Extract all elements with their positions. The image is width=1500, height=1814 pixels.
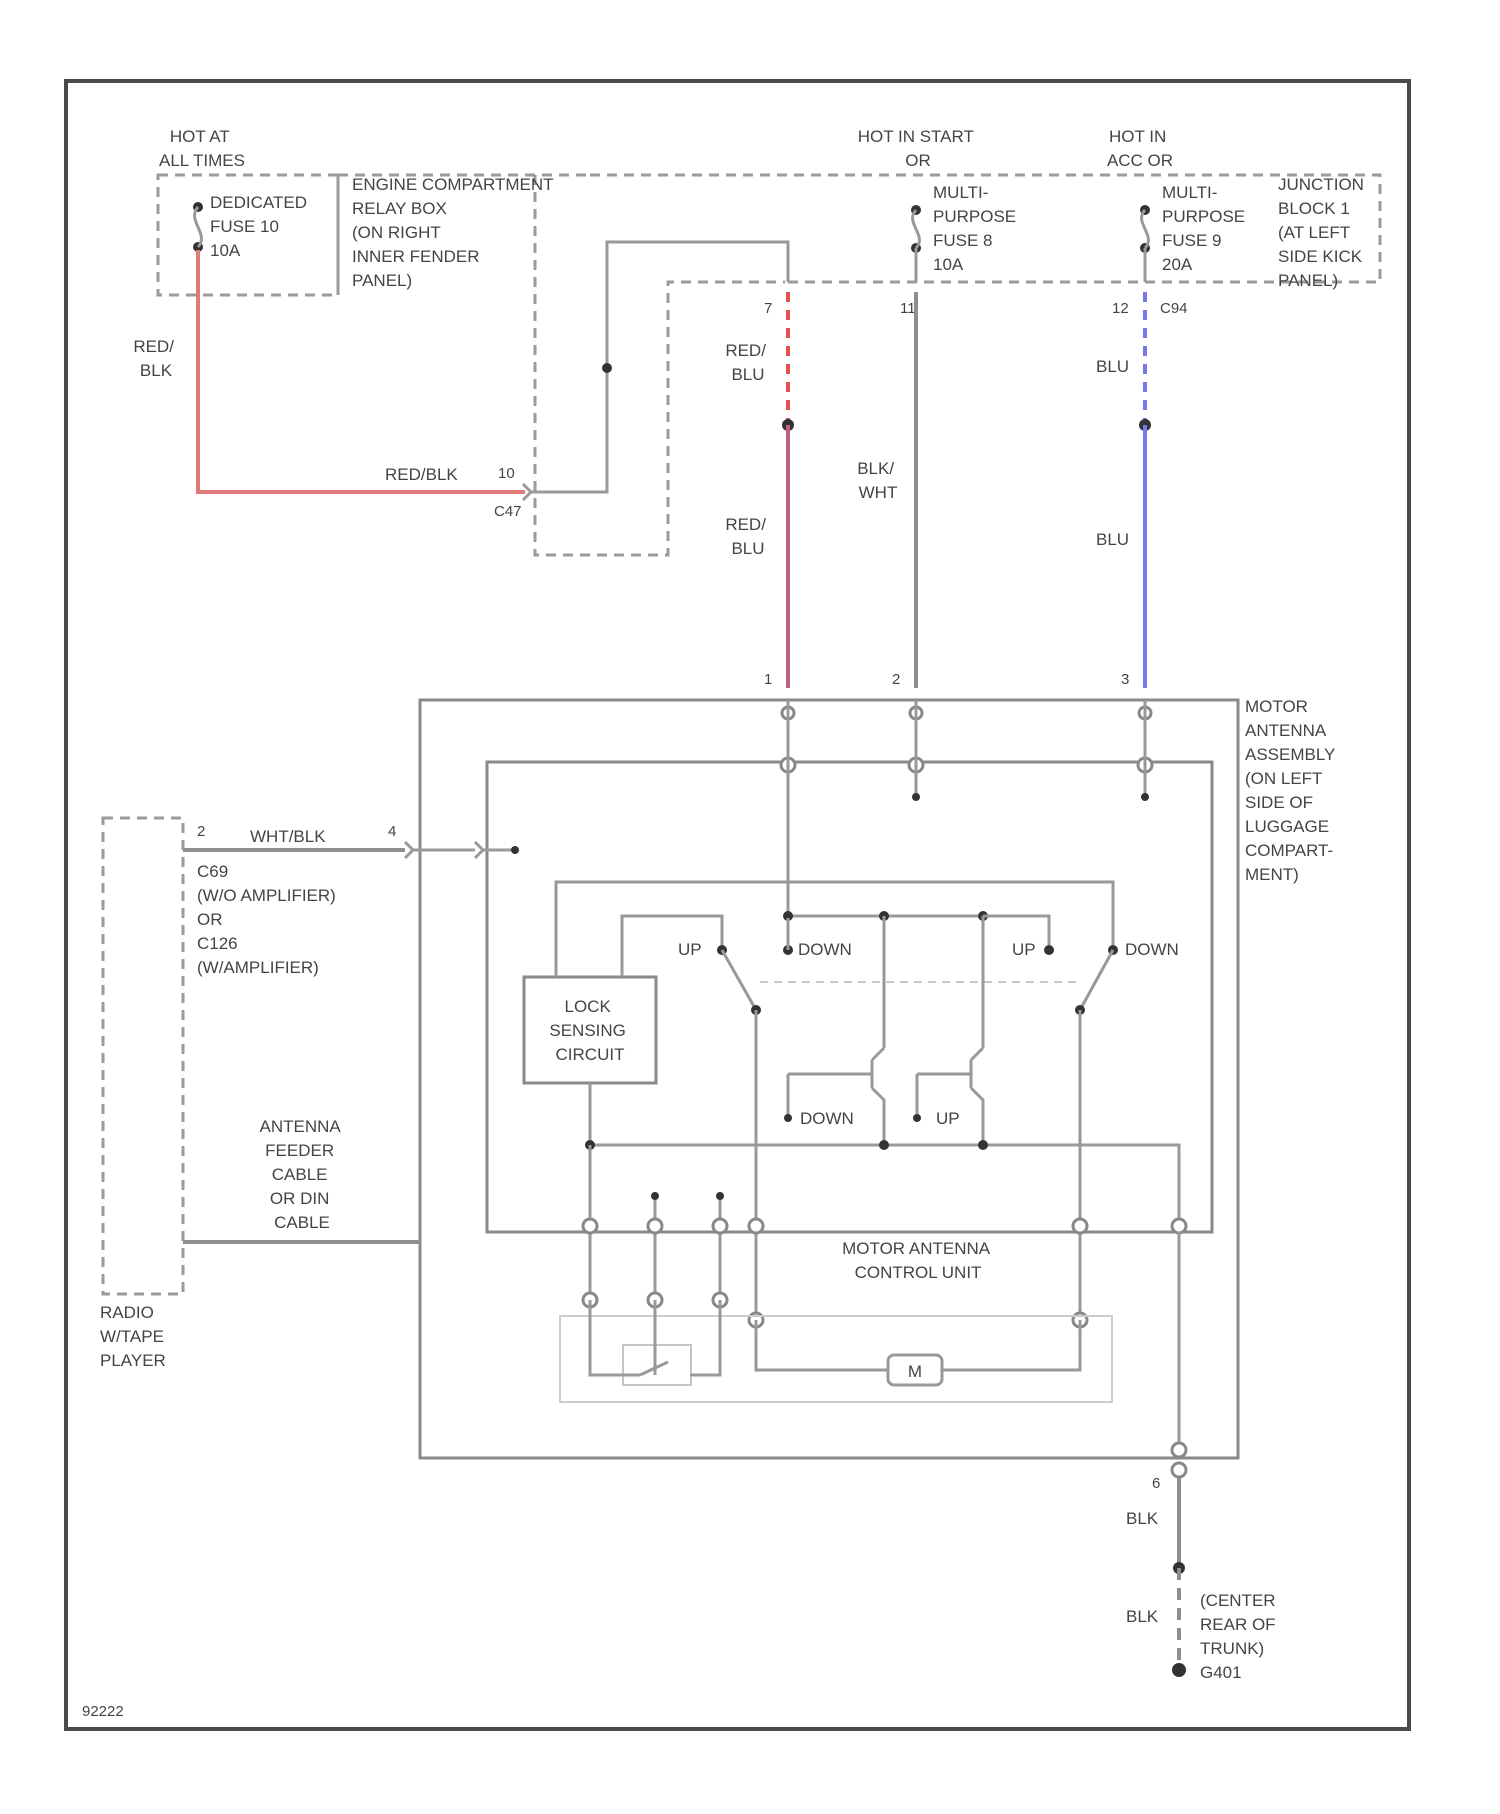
dedicated-fuse <box>193 202 203 252</box>
svg-text:M: M <box>908 1362 922 1381</box>
assembly-pin-3: 3 <box>1121 671 1129 688</box>
connector-c47: C47 <box>494 503 522 520</box>
wire-label-blk-bottom: BLK <box>1126 1607 1159 1626</box>
transistor-up-label: UP <box>936 1109 960 1128</box>
diagram-frame <box>66 81 1409 1729</box>
relay-switch-left <box>717 918 793 1015</box>
node-gnd-c <box>978 1140 988 1150</box>
relay-box-splice <box>602 363 612 373</box>
switch-right-up-label: UP <box>1012 940 1036 959</box>
assembly-pin-6: 6 <box>1152 1475 1160 1492</box>
transistor-down-label: DOWN <box>800 1109 854 1128</box>
radio-unit-label: RADIO W/TAPE PLAYER <box>100 1303 169 1370</box>
wire-label-blu-bottom: BLU <box>1096 530 1129 549</box>
assembly-pin-2: 2 <box>892 671 900 688</box>
motor-icon: M <box>888 1355 942 1385</box>
wire-label-blu-top: BLU <box>1096 357 1129 376</box>
radio-connector-pin: 2 <box>197 823 205 840</box>
multi-purpose-fuse-9 <box>1140 205 1150 282</box>
lock-sensing-circuit-label: LOCK SENSING CIRCUIT <box>549 997 630 1064</box>
multi-purpose-fuse-8 <box>911 205 921 282</box>
connector-pin-10: 10 <box>498 465 515 482</box>
assembly-ground-terminal-b <box>1172 1463 1186 1477</box>
control-unit-lower-terminals <box>583 1010 1186 1375</box>
wire-label-red-blk-vertical: RED/ BLK <box>133 337 178 380</box>
wire-label-blk-top: BLK <box>1126 1509 1159 1528</box>
motor-housing <box>560 1316 1112 1402</box>
assembly-pin-4: 4 <box>388 823 396 840</box>
wire-label-blk-wht: BLK/ WHT <box>857 459 899 502</box>
switch-left-down-label: DOWN <box>798 940 852 959</box>
ground-point-g401 <box>1172 1663 1186 1677</box>
connector-pin-12: 12 <box>1112 300 1129 317</box>
wire-label-red-blu-top: RED/ BLU <box>725 341 770 384</box>
junction-block-label: JUNCTION BLOCK 1 (AT LEFT SIDE KICK PANE… <box>1278 175 1369 290</box>
antenna-lead-end <box>511 846 519 854</box>
motor-antenna-assembly-box <box>420 700 1238 1458</box>
antenna-cable-note: ANTENNA FEEDER CABLE OR DIN CABLE <box>259 1117 344 1232</box>
wire-label-wht-blk: WHT/BLK <box>250 827 326 846</box>
internal-bus-top <box>556 882 1113 977</box>
dedicated-fuse-label: DEDICATED FUSE 10 10A <box>210 193 312 260</box>
connector-c94: C94 <box>1160 300 1188 317</box>
ground-location-label: (CENTER REAR OF TRUNK) G401 <box>1200 1591 1280 1682</box>
label-hot-at-all-times: HOT AT ALL TIMES <box>159 127 245 170</box>
motor-antenna-assembly-label: MOTOR ANTENNA ASSEMBLY (ON LEFT SIDE OF … <box>1245 697 1340 884</box>
assembly-pin-1: 1 <box>764 671 772 688</box>
relay-switch-right <box>1044 945 1118 1015</box>
label-hot-in-start-or: HOT IN START OR <box>858 127 979 170</box>
wire-label-red-blk-horizontal: RED/BLK <box>385 465 458 484</box>
figure-id: 92222 <box>82 1703 124 1720</box>
control-unit-label: MOTOR ANTENNA CONTROL UNIT <box>842 1239 994 1282</box>
label-hot-in-acc-or: HOT IN ACC OR <box>1107 127 1173 170</box>
connector-pin-11: 11 <box>900 300 916 317</box>
engine-relay-box-label: ENGINE COMPARTMENT RELAY BOX (ON RIGHT I… <box>352 175 558 290</box>
assembly-ground-terminal-a <box>1172 1443 1186 1457</box>
pin3-stub <box>1141 793 1149 801</box>
pin2-stub <box>912 793 920 801</box>
switch-left-up-label: UP <box>678 940 702 959</box>
wire-label-red-blu-bottom: RED/ BLU <box>725 515 770 558</box>
mp-fuse-9-label: MULTI- PURPOSE FUSE 9 20A <box>1162 183 1250 274</box>
internal-bus-lock-out <box>622 916 722 977</box>
mp-fuse-8-label: MULTI- PURPOSE FUSE 8 10A <box>933 183 1021 274</box>
connector-pin-7: 7 <box>764 300 772 317</box>
radio-unit-box <box>103 818 183 1294</box>
node-gnd-b <box>879 1140 889 1150</box>
switch-right-down-label: DOWN <box>1125 940 1179 959</box>
radio-connector-note: C69 (W/O AMPLIFIER) OR C126 (W/AMPLIFIER… <box>197 862 341 977</box>
